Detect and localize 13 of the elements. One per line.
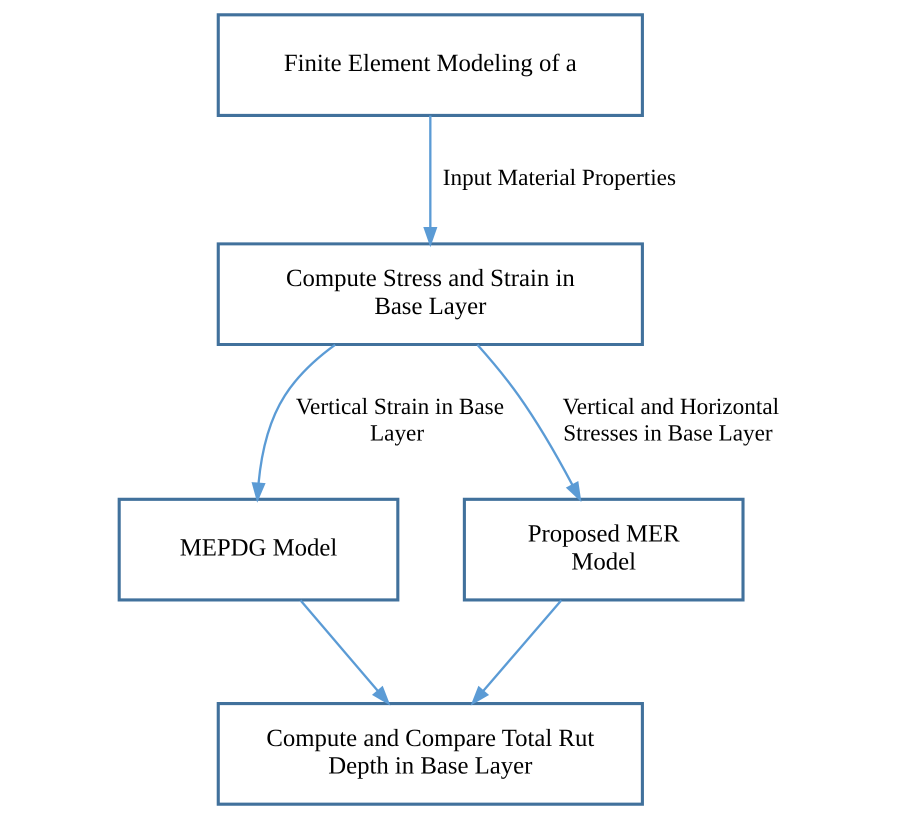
arrow xyxy=(476,344,582,502)
node-box: Compute Stress and Strain in Base Layer xyxy=(216,242,644,346)
edge-label: Vertical Strain in Base Layer xyxy=(296,394,504,446)
edge-label: Vertical and Horizontal Stresses in Base Layer xyxy=(562,394,780,446)
node-box: Proposed MER Model xyxy=(462,498,745,602)
edge-label: Input Material Properties xyxy=(442,165,676,192)
arrow xyxy=(252,344,336,503)
arrow xyxy=(300,600,390,706)
arrow xyxy=(470,600,562,706)
arrow xyxy=(423,116,438,248)
node-box: Compute and Compare Total Rut Depth in Base Layer xyxy=(216,702,644,806)
node-box: MEPDG Model xyxy=(118,498,400,602)
node-box: Finite Element Modeling of a xyxy=(216,13,644,117)
